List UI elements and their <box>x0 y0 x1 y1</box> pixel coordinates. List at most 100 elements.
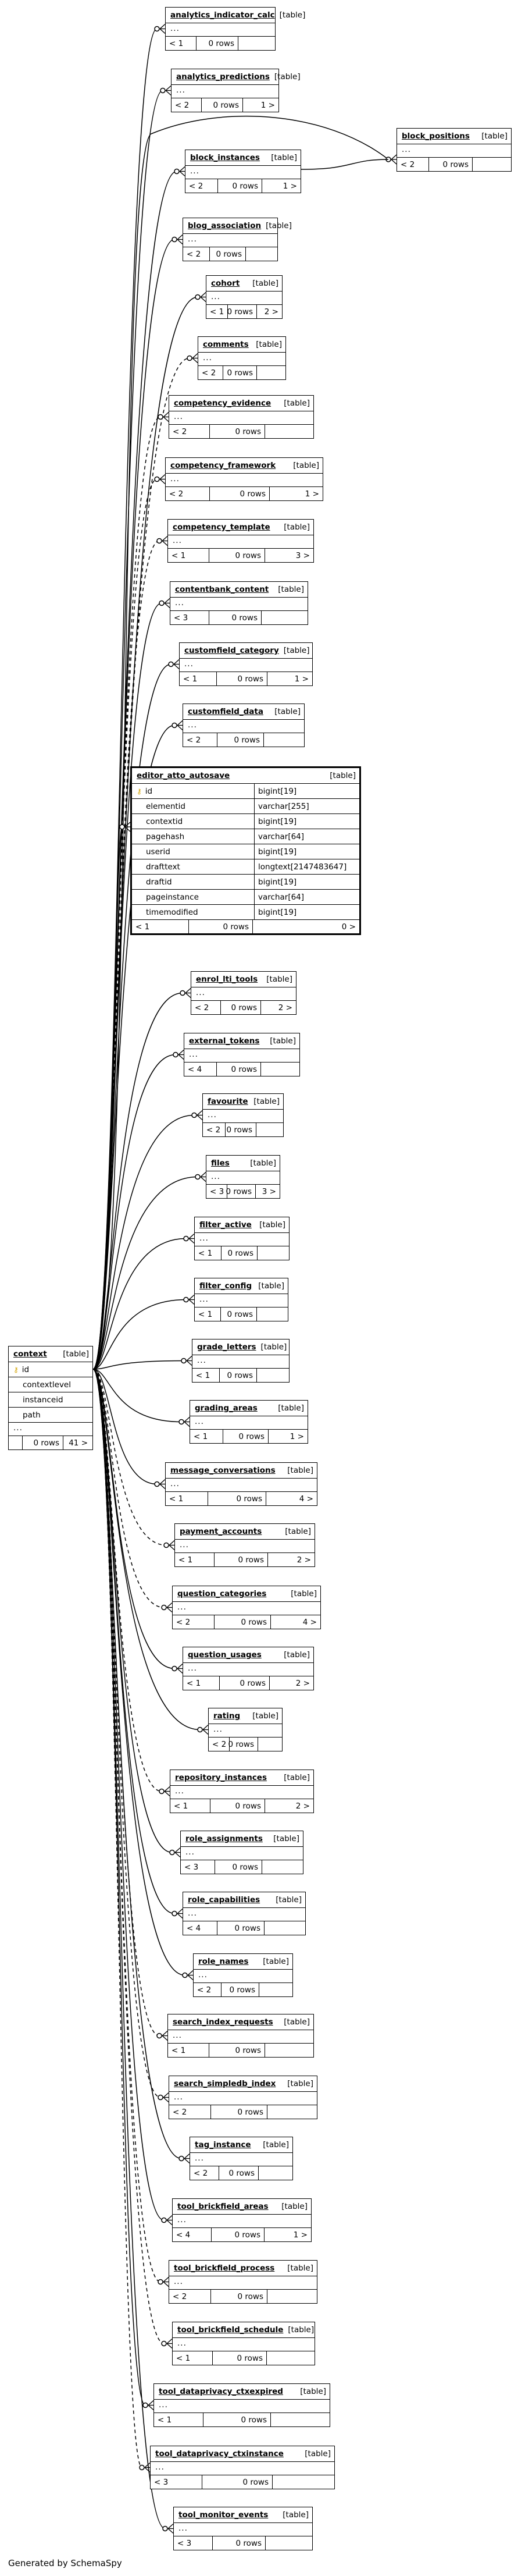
child-count[interactable]: 2 > <box>296 1555 311 1565</box>
parent-count[interactable]: < 1 <box>166 37 197 50</box>
child-count[interactable]: 41 > <box>69 1438 88 1448</box>
parent-count[interactable]: < 2 <box>194 1983 222 1996</box>
child-count[interactable]: 3 > <box>295 550 310 560</box>
child-count[interactable]: 1 > <box>305 489 319 499</box>
table-name[interactable]: cohort <box>211 279 240 288</box>
table-name[interactable]: role_capabilities <box>188 1895 260 1905</box>
parent-count[interactable]: < 2 <box>169 2290 211 2303</box>
table-name[interactable]: question_usages <box>188 1650 262 1660</box>
parent-count[interactable]: < 3 <box>151 2475 202 2489</box>
child-count[interactable] <box>258 1738 282 1751</box>
child-count[interactable] <box>258 1246 289 1260</box>
table-name[interactable]: analytics_predictions <box>176 72 270 81</box>
parent-count[interactable]: < 1 <box>183 1676 220 1690</box>
parent-count[interactable]: < 1 <box>195 1246 222 1260</box>
child-count[interactable] <box>265 2044 313 2057</box>
child-count[interactable]: 1 > <box>260 100 275 110</box>
parent-count[interactable]: < 1 <box>170 1799 210 1813</box>
parent-count[interactable]: < 2 <box>169 425 210 438</box>
table-name[interactable]: analytics_indicator_calc <box>170 10 275 20</box>
table-name[interactable]: search_simpledb_index <box>174 2079 276 2088</box>
table-name[interactable]: customfield_data <box>188 707 263 716</box>
parent-count[interactable]: < 4 <box>183 1921 217 1935</box>
table-name[interactable]: contentbank_content <box>175 585 269 594</box>
parent-count[interactable]: < 1 <box>206 305 228 318</box>
child-count[interactable]: 4 > <box>302 1617 317 1627</box>
table-name[interactable]: rating <box>213 1711 241 1721</box>
child-count[interactable] <box>238 37 275 50</box>
parent-count[interactable]: < 4 <box>184 1063 217 1076</box>
child-count[interactable] <box>267 2351 315 2365</box>
child-count[interactable] <box>267 2290 317 2303</box>
child-count[interactable] <box>264 733 304 747</box>
table-name[interactable]: role_assignments <box>185 1834 263 1843</box>
parent-count[interactable]: < 2 <box>173 1615 215 1629</box>
table-name[interactable]: tool_brickfield_areas <box>177 2202 269 2211</box>
child-count[interactable] <box>259 1983 292 1996</box>
child-count[interactable] <box>473 158 511 171</box>
child-count[interactable]: 2 > <box>264 307 278 317</box>
child-count[interactable]: 2 > <box>295 1801 310 1811</box>
child-count[interactable] <box>256 1123 283 1136</box>
table-name[interactable]: editor_atto_autosave <box>137 771 230 780</box>
parent-count[interactable]: < 3 <box>174 2536 213 2550</box>
table-name[interactable]: search_index_requests <box>173 2017 273 2027</box>
child-count[interactable]: 1 > <box>294 674 309 684</box>
table-name[interactable]: message_conversations <box>170 1466 276 1475</box>
child-count[interactable] <box>265 425 313 438</box>
child-count[interactable]: 2 > <box>295 1678 310 1688</box>
table-name[interactable]: grading_areas <box>195 1404 258 1413</box>
child-count[interactable] <box>271 2413 330 2426</box>
child-count[interactable] <box>262 1860 303 1874</box>
parent-count[interactable]: < 2 <box>169 2105 211 2119</box>
table-name[interactable]: block_positions <box>402 132 470 141</box>
table-name[interactable]: external_tokens <box>189 1036 260 1046</box>
context-table[interactable]: context [table] ⚷id contextlevel instanc… <box>8 1346 93 1450</box>
child-count[interactable]: 0 > <box>341 922 356 932</box>
parent-count[interactable]: < 4 <box>173 2228 212 2241</box>
parent-count[interactable]: < 1 <box>154 2413 203 2426</box>
child-count[interactable] <box>267 2105 317 2119</box>
table-name[interactable]: tool_brickfield_schedule <box>177 2325 284 2335</box>
child-count[interactable] <box>261 1063 299 1076</box>
child-count[interactable]: 3 > <box>262 1186 276 1196</box>
parent-count[interactable]: < 2 <box>183 733 217 747</box>
table-name[interactable]: repository_instances <box>175 1773 267 1782</box>
child-count[interactable] <box>273 2475 334 2489</box>
table-name[interactable]: favourite <box>208 1097 248 1106</box>
table-name[interactable]: blog_association <box>188 221 262 230</box>
parent-count[interactable]: < 1 <box>195 1307 221 1321</box>
parent-count[interactable]: < 1 <box>180 672 217 685</box>
table-name[interactable]: tag_instance <box>195 2140 251 2149</box>
table-name[interactable]: tool_dataprivacy_ctxinstance <box>155 2449 284 2458</box>
child-count[interactable] <box>257 366 285 379</box>
parent-count[interactable]: < 1 <box>175 1553 215 1566</box>
table-name[interactable]: enrol_lti_tools <box>196 975 258 984</box>
table-name[interactable]: customfield_category <box>184 646 279 655</box>
parent-count[interactable]: < 1 <box>192 1369 220 1382</box>
table-name[interactable]: filter_config <box>199 1281 252 1291</box>
child-count[interactable]: 1 > <box>290 1431 304 1441</box>
table-name[interactable]: comments <box>203 340 249 349</box>
table-name[interactable]: tool_dataprivacy_ctxexpired <box>159 2387 283 2396</box>
